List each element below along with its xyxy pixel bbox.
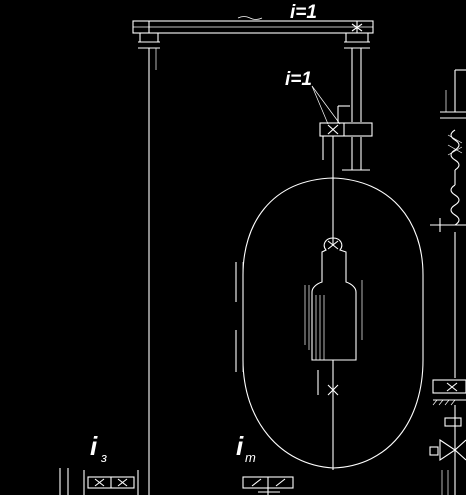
mid-ratio-leader-a bbox=[311, 85, 341, 125]
it-slash-2 bbox=[275, 478, 286, 487]
right-mechanism bbox=[430, 69, 466, 378]
chamber-outline bbox=[242, 177, 424, 469]
top-ratio-label: i=1 bbox=[290, 2, 317, 23]
bottom-gear-iz bbox=[59, 468, 139, 495]
it-slash-1 bbox=[251, 478, 262, 487]
iz-x1-b bbox=[94, 478, 105, 487]
it-label-main: i bbox=[236, 431, 244, 461]
valve-cap bbox=[444, 417, 462, 427]
right-shaft bbox=[342, 48, 370, 171]
iz-label-sub: з bbox=[100, 450, 107, 465]
middle-belt-bar bbox=[319, 122, 373, 137]
mid-ratio-label: i=1 bbox=[285, 69, 312, 90]
middle-transmission bbox=[311, 85, 373, 160]
upper-spring-hatch bbox=[447, 134, 463, 156]
spindle-x-b bbox=[327, 240, 339, 250]
valve-triangle-right bbox=[454, 439, 466, 461]
oval-chamber bbox=[235, 177, 424, 469]
spindle-body bbox=[311, 237, 357, 361]
top-right-x-b bbox=[351, 23, 363, 32]
iz-label-main: i bbox=[90, 431, 98, 461]
top-bar-mark bbox=[237, 16, 263, 20]
top-transmission bbox=[132, 16, 374, 49]
valve-side-box bbox=[429, 446, 439, 456]
left-shaft bbox=[148, 48, 157, 495]
iz-x2-b bbox=[117, 478, 128, 487]
mid-ratio-leader-b bbox=[311, 85, 329, 125]
spindle bbox=[304, 237, 363, 361]
valve-x-b bbox=[446, 382, 458, 392]
valve-triangle-left bbox=[439, 438, 456, 462]
valve-block bbox=[432, 379, 466, 394]
central-x-b bbox=[327, 384, 339, 396]
middle-x-b bbox=[327, 124, 339, 135]
it-label-sub: т bbox=[245, 450, 256, 465]
bottom-gear-it bbox=[242, 476, 294, 495]
right-valve-assembly bbox=[429, 379, 466, 495]
upper-spring-coil bbox=[450, 129, 460, 171]
valve-hatch bbox=[432, 399, 456, 406]
lower-spring-coil bbox=[450, 184, 460, 226]
